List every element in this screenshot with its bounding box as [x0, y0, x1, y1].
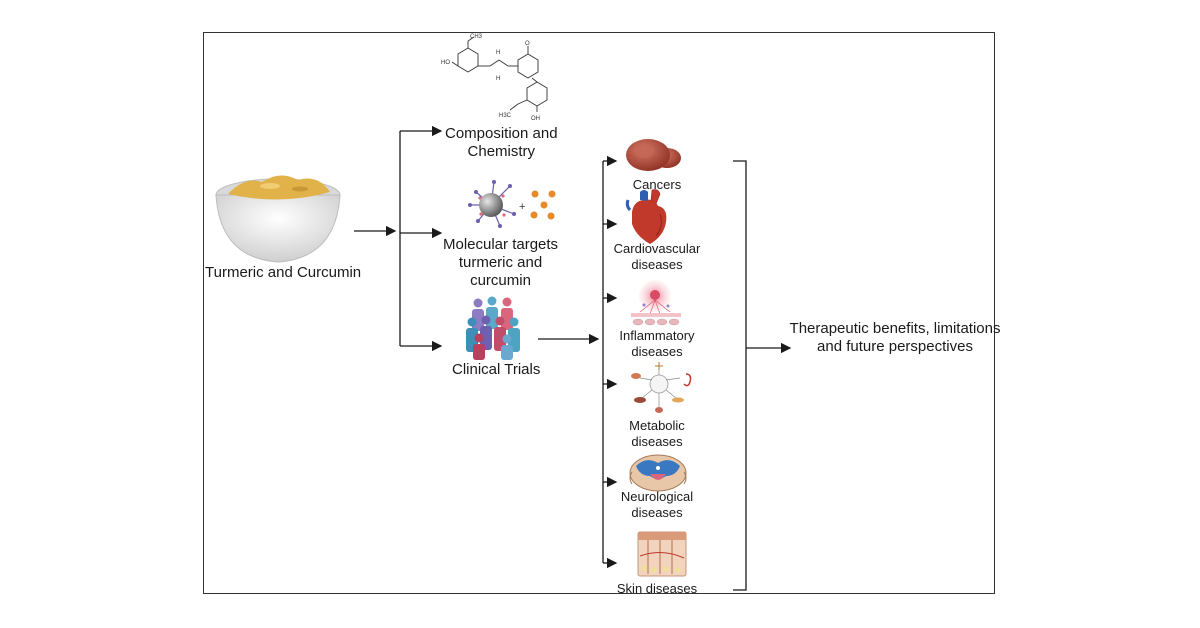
branch-composition-line1: Composition and	[445, 125, 558, 142]
chem-label-o: O	[525, 41, 530, 47]
connectors	[354, 125, 792, 591]
outcome-label: Therapeutic benefits, limitations and fu…	[770, 320, 1020, 356]
disease-inflammatory-line1: Inflammatory	[619, 328, 695, 343]
disease-inflammatory-label: Inflammatory diseases	[612, 328, 702, 359]
branch-composition-line2: Chemistry	[467, 143, 536, 160]
branch-clinical-label: Clinical Trials	[452, 361, 540, 379]
spinal-cord-icon	[629, 454, 687, 492]
chem-label-oh: OH	[531, 116, 540, 122]
skin-layers-icon	[637, 531, 687, 577]
outcome-line1: Therapeutic benefits, limitations	[789, 320, 1001, 337]
disease-skin-line1: Skin diseases	[616, 581, 698, 596]
disease-cardiovascular-label: Cardiovascular diseases	[612, 241, 702, 272]
disease-neurological-line1: Neurological	[620, 489, 694, 504]
disease-cardiovascular-line2: diseases	[631, 256, 683, 272]
disease-neurological-label: Neurological diseases	[612, 489, 702, 520]
branch-composition-label: Composition and Chemistry	[445, 125, 558, 161]
diagram-frame	[203, 32, 995, 594]
nanoparticle-icon: +	[468, 180, 556, 228]
chem-label-h2: H	[496, 76, 500, 82]
source-label: Turmeric and Curcumin	[205, 264, 362, 281]
chem-label-ho: HO	[441, 60, 450, 66]
branch-molecular-line1: Molecular targets	[443, 236, 559, 253]
disease-cancers-label: Cancers	[612, 177, 702, 193]
disease-metabolic-line2: diseases	[631, 433, 683, 449]
disease-metabolic-line1: Metabolic	[629, 418, 685, 433]
chem-label-ch3: CH3	[470, 34, 483, 40]
chem-label-h3c: H3C	[499, 113, 512, 119]
inflammation-icon	[631, 280, 681, 326]
disease-skin-label: Skin diseases	[612, 581, 702, 597]
metabolic-organs-icon	[631, 362, 692, 413]
branch-molecular-label: Molecular targets turmeric and curcumin	[443, 236, 558, 290]
people-group-icon	[466, 296, 520, 360]
disease-bracket	[733, 160, 747, 591]
disease-inflammatory-line2: diseases	[631, 343, 683, 359]
branch-clinical-line1: Clinical Trials	[452, 361, 541, 378]
chemical-structure-icon	[451, 36, 548, 112]
svg-text:+: +	[519, 201, 525, 213]
bowl-of-turmeric-icon	[215, 175, 341, 263]
disease-cancers-line1: Cancers	[632, 177, 682, 192]
disease-cardiovascular-line1: Cardiovascular	[613, 241, 701, 256]
branch-molecular-line2: turmeric and	[458, 254, 543, 271]
disease-neurological-line2: diseases	[631, 504, 683, 520]
disease-metabolic-label: Metabolic diseases	[612, 418, 702, 449]
chem-label-h1: H	[496, 50, 500, 56]
tumor-icon	[626, 139, 681, 171]
heart-icon	[625, 189, 667, 244]
chemical-labels: CH3 HO O H H H3C OH	[441, 34, 540, 122]
outcome-line2: and future perspectives	[817, 338, 973, 355]
branch-molecular-line3: curcumin	[470, 272, 531, 289]
